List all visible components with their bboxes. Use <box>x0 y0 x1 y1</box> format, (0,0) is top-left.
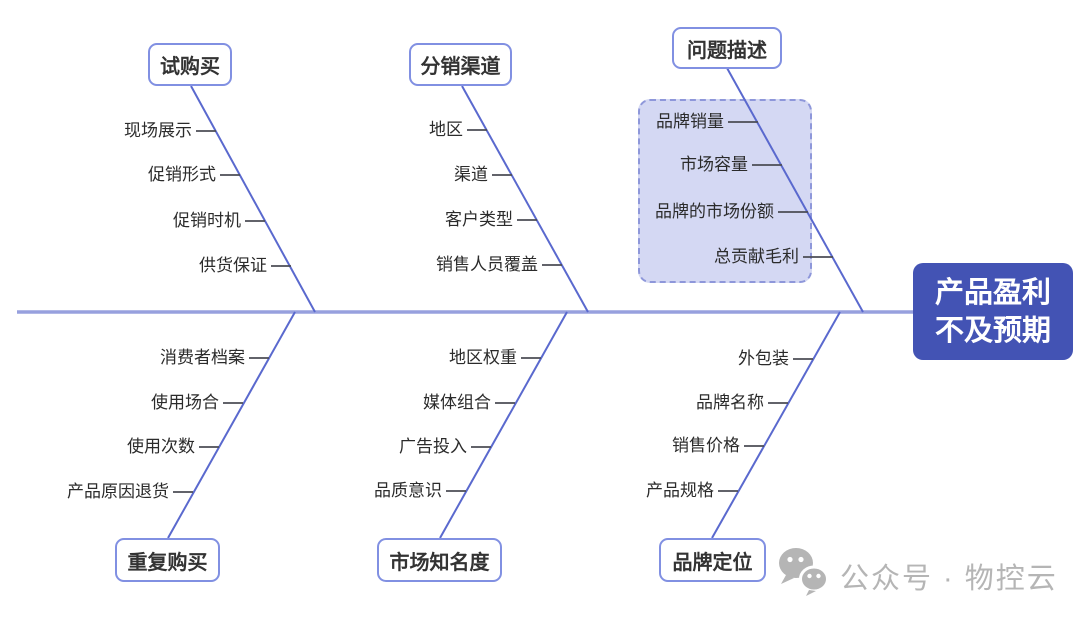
cause-label: 品牌名称 <box>696 393 764 412</box>
cause-label: 消费者档案 <box>160 348 245 367</box>
branch-line-brand-positioning <box>711 311 841 539</box>
category-box-problem-description: 问题描述 <box>672 27 782 69</box>
cause-label: 产品规格 <box>646 481 714 500</box>
branch-line-problem-description <box>726 67 864 313</box>
cause-label: 广告投入 <box>399 437 467 456</box>
branch-line-repeat-purchase <box>167 311 296 539</box>
fish-head-line1: 产品盈利 <box>934 276 1051 309</box>
category-box-repeat-purchase: 重复购买 <box>115 538 220 582</box>
cause-label: 外包装 <box>738 349 789 368</box>
category-box-market-awareness: 市场知名度 <box>377 538 502 582</box>
cause-label: 媒体组合 <box>423 393 491 412</box>
cause-label: 产品原因退货 <box>67 482 169 501</box>
fish-head-problem-box: 产品盈利 不及预期 <box>913 263 1073 360</box>
cause-label: 销售价格 <box>672 436 740 455</box>
cause-label: 现场展示 <box>124 121 192 140</box>
cause-label: 销售人员覆盖 <box>436 255 538 274</box>
cause-label: 总贡献毛利 <box>714 247 799 266</box>
cause-label: 客户类型 <box>445 210 513 229</box>
cause-label: 品质意识 <box>374 481 442 500</box>
category-box-brand-positioning: 品牌定位 <box>659 538 766 582</box>
cause-label: 使用次数 <box>127 437 195 456</box>
watermark-text: 公众号 · 物控云 <box>840 563 1058 595</box>
wechat-icon <box>776 546 830 606</box>
watermark: 公众号 · 物控云 <box>776 548 1058 602</box>
highlight-region-problem-description <box>638 99 812 283</box>
branch-line-market-awareness <box>439 311 568 539</box>
category-box-distribution-channels: 分销渠道 <box>409 43 512 86</box>
cause-label: 地区 <box>429 120 463 139</box>
cause-label: 地区权重 <box>449 348 517 367</box>
cause-label: 品牌的市场份额 <box>655 202 774 221</box>
cause-label: 使用场合 <box>151 393 219 412</box>
fish-head-line2: 不及预期 <box>934 314 1051 347</box>
cause-label: 促销时机 <box>173 211 241 230</box>
cause-label: 品牌销量 <box>656 112 724 131</box>
category-box-trial-purchase: 试购买 <box>148 43 232 86</box>
cause-label: 促销形式 <box>148 165 216 184</box>
cause-label: 市场容量 <box>680 155 748 174</box>
cause-label: 供货保证 <box>199 256 267 275</box>
cause-label: 渠道 <box>454 165 488 184</box>
branch-line-trial-purchase <box>190 85 316 313</box>
branch-line-distribution-channels <box>461 85 589 313</box>
